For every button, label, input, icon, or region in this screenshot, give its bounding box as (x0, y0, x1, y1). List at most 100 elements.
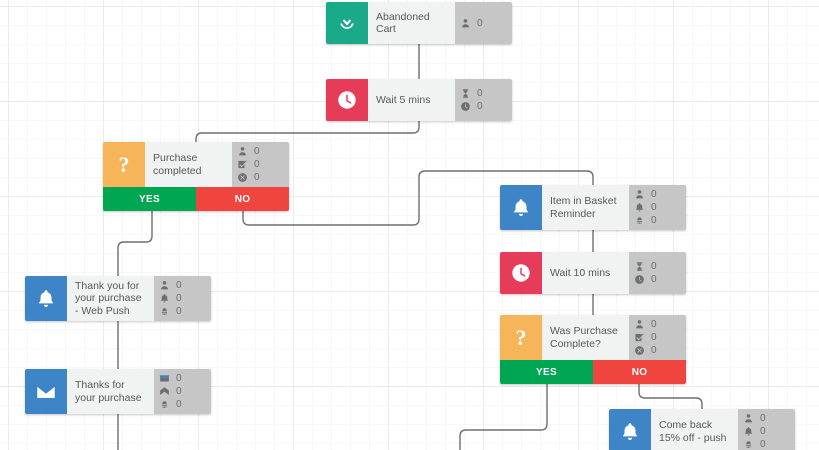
clock-icon (500, 252, 542, 294)
click-icon (159, 306, 170, 317)
bell-icon (634, 202, 645, 213)
person-icon (743, 413, 754, 424)
stat-value: 0 (760, 413, 766, 424)
bell-icon (159, 293, 170, 304)
branch-no[interactable]: NO (593, 360, 686, 384)
stat-value: 0 (651, 215, 657, 226)
check-square-icon (634, 332, 645, 343)
person-icon (460, 18, 471, 29)
stat-value: 0 (477, 88, 483, 99)
branch-yes[interactable]: YES (500, 360, 593, 384)
envelope-open-icon (159, 386, 170, 397)
person-icon (237, 146, 248, 157)
stat-row: 0 (159, 385, 205, 398)
person-icon (634, 319, 645, 330)
stat-value: 0 (254, 146, 260, 157)
stat-row: 0 (159, 279, 205, 292)
stat-row: 0 (159, 292, 205, 305)
stat-value: 0 (176, 280, 182, 291)
stat-value: 0 (477, 17, 483, 29)
stat-row: 0 (743, 438, 789, 450)
stat-row: 0 (159, 372, 205, 385)
bell-icon (609, 409, 651, 450)
clock-icon (326, 79, 368, 121)
hourglass-icon (460, 88, 471, 99)
click-icon (159, 399, 170, 410)
branch-yes[interactable]: YES (103, 187, 196, 211)
stat-row: 0 (237, 171, 283, 184)
stat-value: 0 (176, 293, 182, 304)
node-body[interactable]: Abandoned Cart 0 (326, 2, 512, 44)
edge-decision-no-to-comeback (638, 382, 703, 410)
question-mark-icon: ? (103, 142, 145, 187)
stat-row: 0 (743, 412, 789, 425)
node-title: Wait 10 mins (542, 252, 629, 294)
stat-row: 0 (460, 100, 506, 113)
stat-row: 0 (634, 201, 680, 214)
stat-value: 0 (651, 332, 657, 343)
envelope-icon (25, 369, 67, 414)
stat-value: 0 (477, 101, 483, 112)
envelope-icon (159, 373, 170, 384)
click-icon (743, 439, 754, 450)
bell-icon (743, 426, 754, 437)
check-square-icon (237, 159, 248, 170)
stat-value: 0 (176, 399, 182, 410)
stat-row: 0 (634, 318, 680, 331)
stat-value: 0 (254, 172, 260, 183)
person-icon (159, 280, 170, 291)
edge-decision-yes-down (459, 382, 548, 450)
stat-row: 0 (743, 425, 789, 438)
bell-icon (500, 185, 542, 230)
node-stats: 0 (455, 2, 512, 44)
node-stats: 0 0 0 (154, 369, 211, 414)
stat-row: 0 (634, 273, 680, 286)
stat-row: 0 (634, 260, 680, 273)
edge-wait-5-to-purchase-completed (195, 120, 420, 143)
clock-filled-icon (460, 101, 471, 112)
stat-value: 0 (176, 373, 182, 384)
stat-value: 0 (176, 386, 182, 397)
branch-no[interactable]: NO (196, 187, 289, 211)
stat-row: 0 (634, 344, 680, 357)
node-title: Item in Basket Reminder (542, 185, 629, 230)
edge-purchase-yes-to-web-push (117, 209, 153, 277)
stat-value: 0 (651, 261, 657, 272)
stat-value: 0 (651, 189, 657, 200)
x-circle-icon (237, 172, 248, 183)
abandoned-cart-node[interactable]: Abandoned Cart 0 (326, 2, 512, 44)
stat-value: 0 (760, 426, 766, 437)
stat-row: 0 (237, 158, 283, 171)
person-icon (634, 189, 645, 200)
stat-value: 0 (651, 319, 657, 330)
node-title: Purchase completed (145, 142, 232, 187)
stat-row: 0 (634, 188, 680, 201)
stat-value: 0 (651, 274, 657, 285)
stat-row: 0 (237, 145, 283, 158)
stat-row: 0 (159, 305, 205, 318)
node-title: Abandoned Cart (368, 2, 455, 44)
